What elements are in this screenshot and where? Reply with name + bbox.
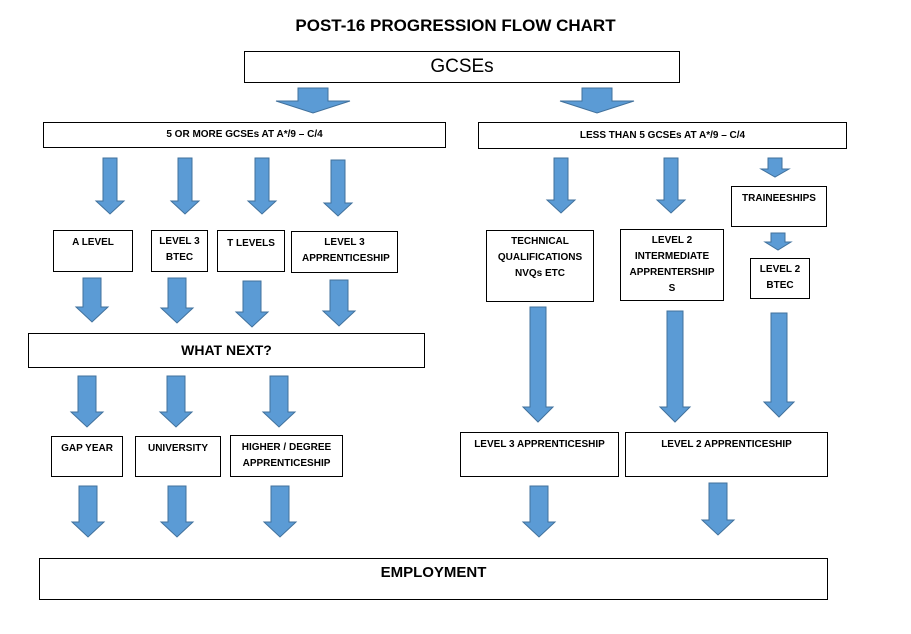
node-employment: EMPLOYMENT: [39, 558, 828, 600]
down-arrow-12: [159, 277, 195, 324]
down-arrow-15: [521, 306, 555, 423]
down-arrow-22: [159, 485, 195, 538]
down-arrow-7: [545, 157, 577, 214]
node-higher-degree-apprenticeship: HIGHER / DEGREE APPRENTICESHIP: [230, 435, 343, 477]
down-arrow-23: [262, 485, 298, 538]
node-t-levels: T LEVELS: [217, 230, 285, 272]
down-arrow-16: [658, 310, 692, 423]
down-arrow-4: [169, 157, 201, 215]
down-arrow-21: [70, 485, 106, 538]
node-level3-apprenticeship-top: LEVEL 3 APPRENTICESHIP: [291, 231, 398, 273]
node-what-next: WHAT NEXT?: [28, 333, 425, 368]
node-five-or-more-gcses: 5 OR MORE GCSEs AT A*/9 – C/4: [43, 122, 446, 148]
down-arrow-11: [74, 277, 110, 323]
chart-title: POST-16 PROGRESSION FLOW CHART: [295, 16, 616, 35]
node-level2-intermediate: LEVEL 2 INTERMEDIATE APPRENTERSHIP S: [620, 229, 724, 301]
node-traineeships: TRAINEESHIPS: [731, 186, 827, 227]
node-university: UNIVERSITY: [135, 436, 221, 477]
down-arrow-19: [158, 375, 194, 428]
down-arrow-18: [69, 375, 105, 428]
down-arrow-3: [94, 157, 126, 215]
node-level3-apprenticeship: LEVEL 3 APPRENTICESHIP: [460, 432, 619, 477]
down-arrow-24: [521, 485, 557, 538]
down-arrow-13: [234, 280, 270, 328]
node-level3-btec: LEVEL 3 BTEC: [151, 230, 208, 272]
node-a-level: A LEVEL: [53, 230, 133, 272]
down-arrow-8: [655, 157, 687, 214]
down-arrow-10: [763, 232, 793, 251]
down-arrow-1: [275, 87, 351, 114]
down-arrow-2: [559, 87, 635, 114]
node-gap-year: GAP YEAR: [51, 436, 123, 477]
down-arrow-5: [246, 157, 278, 215]
node-technical-qualifications: TECHNICAL QUALIFICATIONS NVQs ETC: [486, 230, 594, 302]
down-arrow-20: [261, 375, 297, 428]
down-arrow-17: [762, 312, 796, 418]
down-arrow-6: [322, 159, 354, 217]
node-less-than-five-gcses: LESS THAN 5 GCSEs AT A*/9 – C/4: [478, 122, 847, 149]
down-arrow-9: [759, 157, 791, 178]
node-level2-apprenticeship: LEVEL 2 APPRENTICESHIP: [625, 432, 828, 477]
node-gcses: GCSEs: [244, 51, 680, 83]
down-arrow-25: [700, 482, 736, 536]
node-level2-btec: LEVEL 2 BTEC: [750, 258, 810, 299]
down-arrow-14: [321, 279, 357, 327]
